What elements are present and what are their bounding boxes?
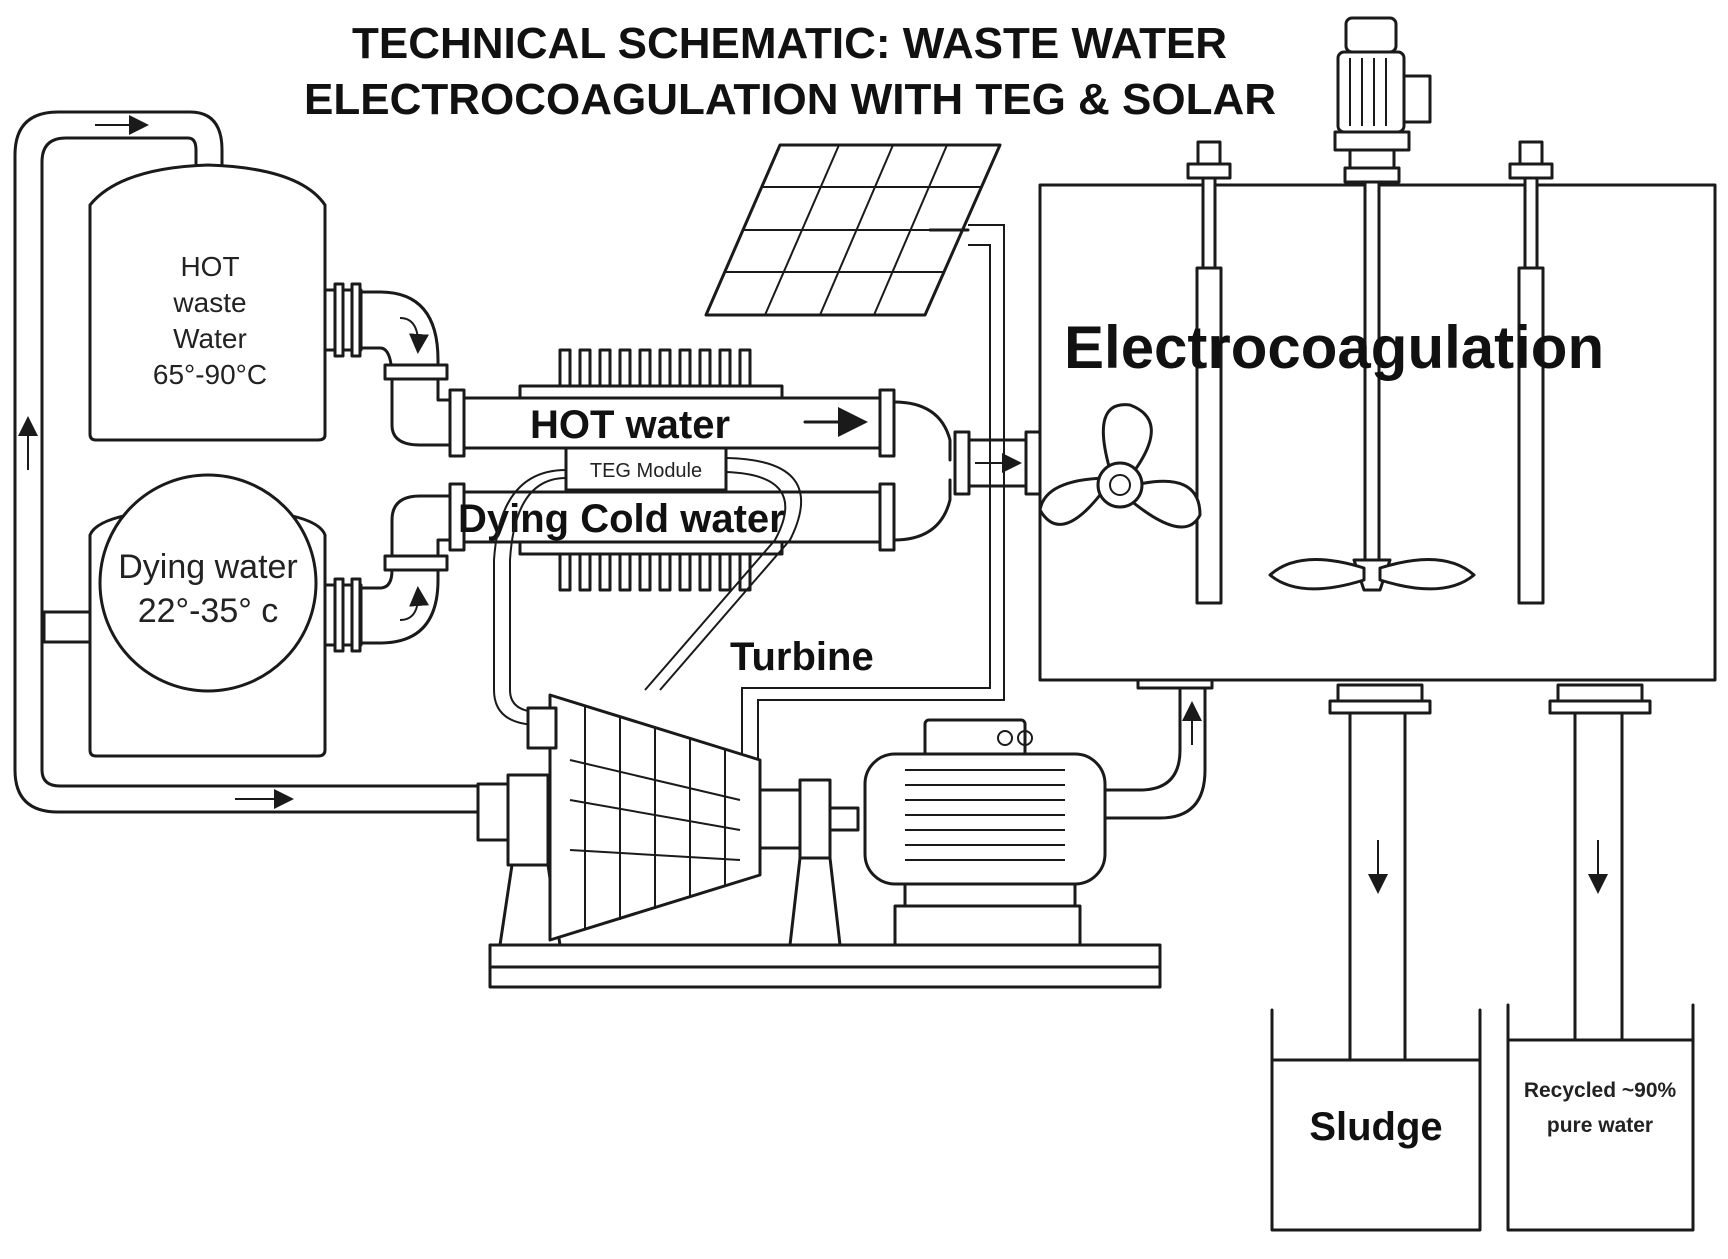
hot-tank-label-2: waste bbox=[172, 287, 246, 318]
dying-tank-label-2: 22°-35° c bbox=[138, 592, 279, 630]
teg-module-label: TEG Module bbox=[590, 460, 702, 482]
hot-tank-label-3: Water bbox=[173, 323, 247, 354]
recirculation-pipe bbox=[13, 110, 482, 814]
electrocoagulation-label: Electrocoagulation bbox=[1064, 314, 1604, 381]
teg-heat-exchanger: HOT water TEG Module Dying Cold water bbox=[448, 348, 1042, 592]
dying-tank-label-1: Dying water bbox=[118, 548, 298, 586]
agitator-motor-icon bbox=[1333, 16, 1432, 184]
recycled-water-outlet: Recycled ~90% pure water bbox=[1506, 683, 1695, 1232]
title-line-2: ELECTROCOAGULATION WITH TEG & SOLAR bbox=[304, 75, 1276, 124]
pump-motor-icon bbox=[863, 670, 1214, 947]
propeller-icon bbox=[1038, 403, 1202, 529]
sludge-label: Sludge bbox=[1309, 1105, 1442, 1149]
cold-inlet-pipe bbox=[323, 494, 457, 653]
dying-water-tank: Dying water 22°-35° c bbox=[42, 473, 327, 758]
hot-tank-label-1: HOT bbox=[180, 251, 239, 282]
turbine-label: Turbine bbox=[730, 635, 874, 679]
electrical-wires bbox=[493, 224, 1005, 760]
solar-panel-icon bbox=[704, 143, 1002, 317]
hot-tank-label-4: 65°-90°C bbox=[153, 359, 267, 390]
recycled-label-2: pure water bbox=[1547, 1114, 1653, 1137]
hot-waste-water-tank: HOT waste Water 65°-90°C bbox=[88, 163, 327, 442]
sludge-outlet: Sludge bbox=[1270, 683, 1482, 1232]
hot-inlet-pipe bbox=[323, 282, 457, 447]
turbine-assembly: Turbine bbox=[476, 635, 1162, 989]
hot-water-label: HOT water bbox=[530, 403, 730, 447]
recycled-label-1: Recycled ~90% bbox=[1524, 1079, 1677, 1102]
bottom-fins bbox=[558, 552, 752, 592]
title-line-1: TECHNICAL SCHEMATIC: WASTE WATER bbox=[352, 19, 1227, 68]
